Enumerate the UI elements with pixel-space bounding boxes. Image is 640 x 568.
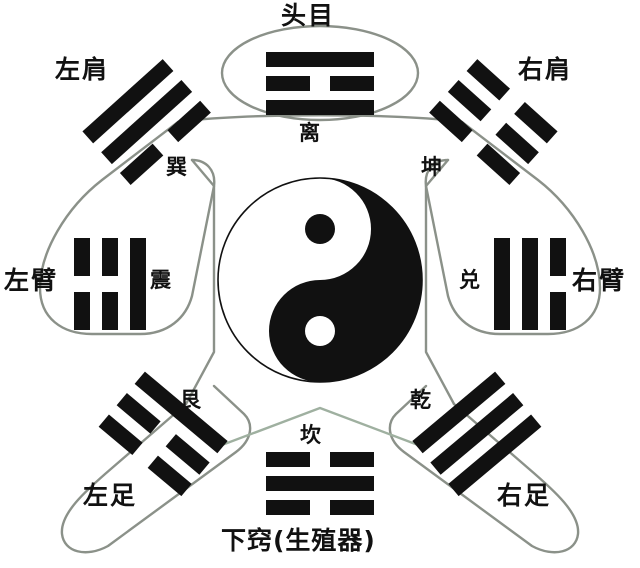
trigram-li xyxy=(266,52,374,115)
right-arm-outline xyxy=(424,120,602,336)
label-right-shoulder: 右肩 xyxy=(518,55,573,84)
label-head: 头目 xyxy=(281,1,336,30)
body-outline xyxy=(38,24,602,554)
trigram-zhen xyxy=(74,238,146,330)
trigram-gen xyxy=(98,371,228,497)
trigram-xun xyxy=(82,59,211,185)
trigram-qian xyxy=(412,371,542,497)
label-trigram-xun: 巽 xyxy=(166,155,189,179)
label-trigram-gen: 艮 xyxy=(180,388,203,412)
left-torso-outline xyxy=(184,158,216,406)
label-left-foot: 左足 xyxy=(83,481,138,510)
label-trigram-kun: 坤 xyxy=(421,155,444,179)
label-right-arm: 右臂 xyxy=(572,266,627,295)
label-trigram-dui: 兑 xyxy=(459,268,482,292)
label-lower-orifice: 下窍(生殖器) xyxy=(221,526,376,555)
pelvis-outline xyxy=(212,406,428,450)
right-leg-outline xyxy=(388,384,580,554)
shoulder-line xyxy=(176,114,464,124)
label-right-foot: 右足 xyxy=(497,481,552,510)
label-trigram-li: 离 xyxy=(299,121,322,145)
taiji-yin-yang-symbol xyxy=(217,177,423,383)
left-leg-outline xyxy=(60,384,252,554)
right-torso-outline xyxy=(424,158,456,406)
trigram-dui xyxy=(494,238,566,330)
taiji-yin-dot xyxy=(305,214,335,244)
left-arm-outline xyxy=(38,120,216,336)
trigram-kun xyxy=(429,59,558,185)
head-outline xyxy=(220,24,420,122)
trigram-kan xyxy=(266,452,374,515)
label-trigram-qian: 乾 xyxy=(410,388,433,412)
label-left-arm: 左臂 xyxy=(4,266,59,295)
label-left-shoulder: 左肩 xyxy=(55,55,110,84)
taiji-yang-dot xyxy=(305,316,335,346)
label-trigram-zhen: 震 xyxy=(150,268,173,292)
label-trigram-kan: 坎 xyxy=(300,423,323,447)
